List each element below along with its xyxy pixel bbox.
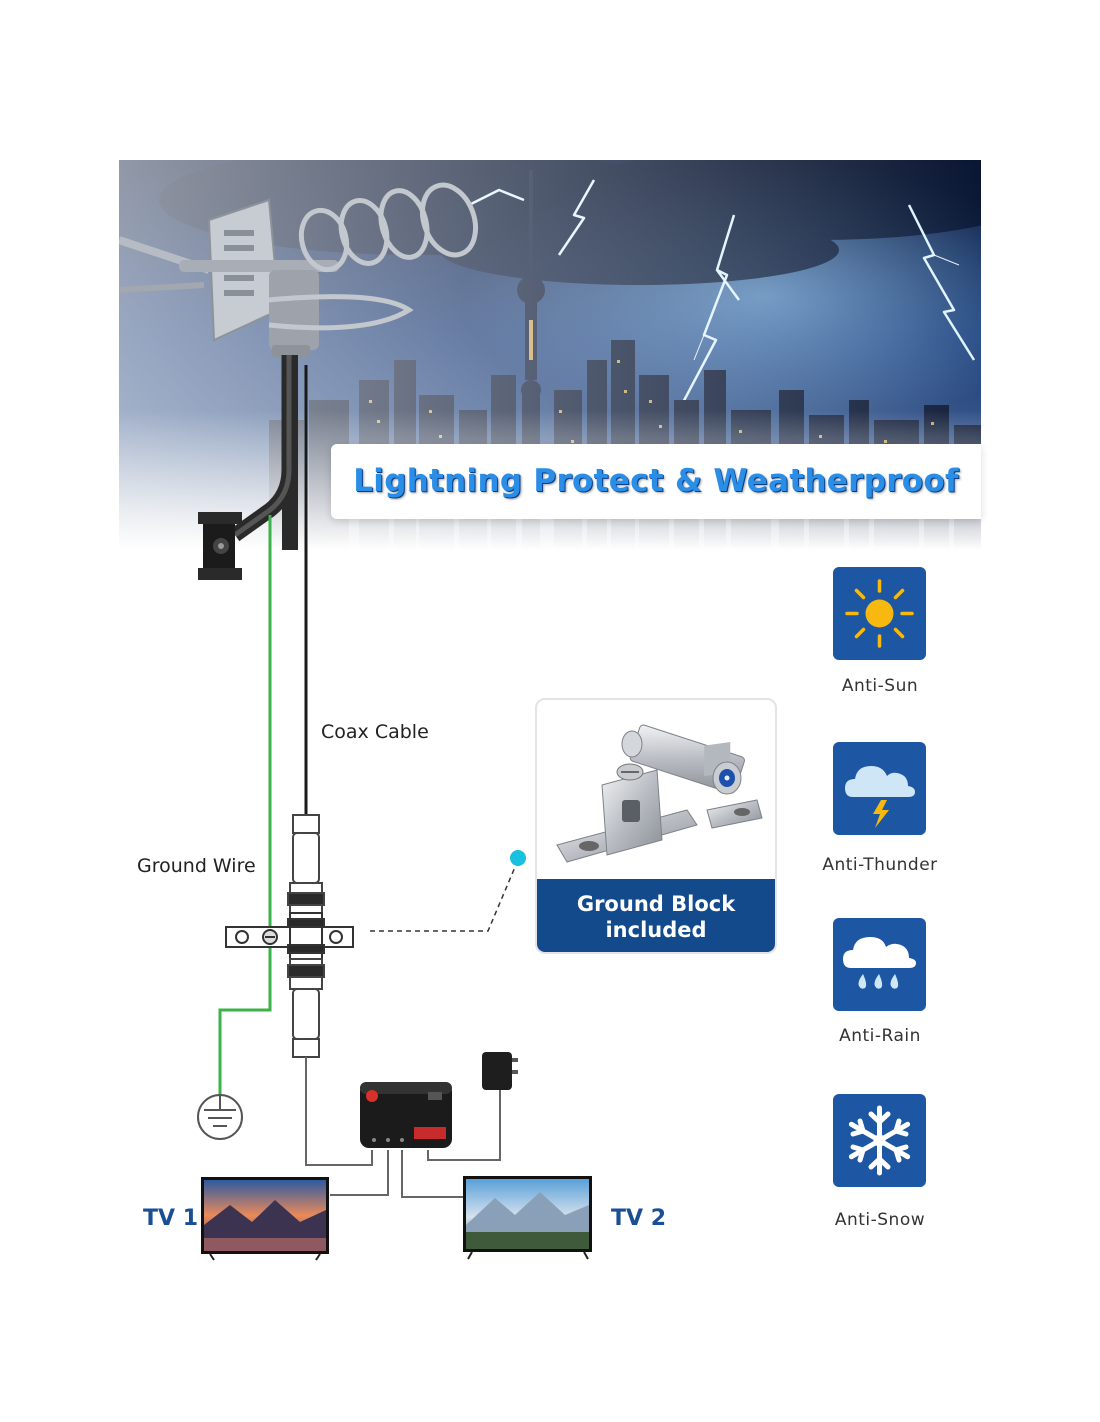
coax-cable-label: Coax Cable (321, 721, 429, 743)
ground-block-caption-line1: Ground Block (576, 892, 736, 916)
sun-icon (845, 579, 914, 648)
anti-rain-tile (833, 918, 926, 1011)
power-adapter (482, 1052, 518, 1090)
ground-block-card: Ground Block included (535, 698, 777, 954)
lower-f-connector (287, 958, 325, 1058)
rain-cloud-icon (843, 937, 916, 989)
anti-rain-label: Anti-Rain (839, 1026, 921, 1046)
ground-block-schematic (225, 912, 354, 960)
thunder-cloud-icon (845, 766, 915, 828)
ground-block-caption-line2: included (605, 918, 707, 942)
ground-block-product-image (556, 724, 763, 863)
signal-amplifier (360, 1082, 452, 1148)
upper-f-connector (287, 814, 325, 914)
anti-thunder-tile (833, 742, 926, 835)
mast-pipe (230, 355, 297, 542)
wall-bracket (198, 512, 242, 580)
anti-snow-label: Anti-Snow (834, 1210, 926, 1230)
anti-sun-label: Anti-Sun (841, 676, 919, 696)
tv1-illustration (201, 1177, 329, 1261)
headline-banner: Lightning Protect & Weatherproof (331, 444, 981, 519)
tv1-label: TV 1 (143, 1206, 198, 1231)
callout-dashed-line (370, 859, 519, 932)
callout-dot (508, 848, 528, 868)
anti-snow-tile (833, 1094, 926, 1187)
anti-sun-tile (833, 567, 926, 660)
tv2-illustration (463, 1176, 592, 1260)
ground-block-caption: Ground Block included (537, 879, 775, 952)
tv2-label: TV 2 (611, 1206, 666, 1231)
earth-ground-symbol (197, 1094, 243, 1140)
headline-title: Lightning Protect & Weatherproof (353, 463, 959, 499)
anti-thunder-label: Anti-Thunder (822, 855, 938, 875)
snowflake-icon (848, 1105, 911, 1176)
ground-wire-line (218, 515, 272, 1095)
distribution-cables (305, 1057, 501, 1198)
ground-wire-label: Ground Wire (137, 855, 256, 877)
